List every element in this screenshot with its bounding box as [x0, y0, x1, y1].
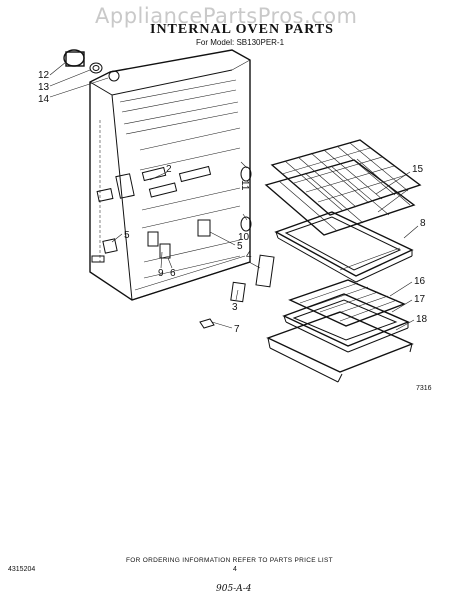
broiler-tray — [274, 211, 414, 283]
page-number: 4 — [233, 566, 237, 573]
callout-2: 2 — [166, 164, 172, 175]
oven-rack-upper — [264, 139, 422, 236]
footer-note: FOR ORDERING INFORMATION REFER TO PARTS … — [126, 557, 333, 564]
watermark-text: AppliancePartsPros.com — [95, 4, 358, 28]
oven-cavity — [89, 49, 251, 301]
callout-11: 11 — [239, 180, 250, 191]
callout-3: 3 — [232, 302, 238, 313]
light-socket-assembly — [49, 49, 120, 98]
callout-9: 9 — [158, 268, 164, 279]
callout-13: 13 — [38, 82, 50, 93]
bottom-rack-frame — [266, 311, 414, 383]
callout-7: 7 — [234, 324, 240, 335]
callout-10: 10 — [238, 232, 250, 243]
broiler-pan — [282, 293, 410, 353]
model-line: For Model: SB130PER-1 — [196, 38, 285, 47]
callout-15: 15 — [412, 164, 424, 175]
callout-14: 14 — [38, 94, 50, 105]
small-parts — [199, 166, 275, 329]
callout-12: 12 — [38, 70, 50, 81]
callout-labels: 12 13 14 2 11 10 5 5 6 9 4 3 7 15 8 16 1… — [38, 70, 428, 335]
callout-8: 8 — [420, 218, 426, 229]
figure-code: 7316 — [416, 385, 432, 392]
callout-18: 18 — [416, 314, 428, 325]
callout-4: 4 — [246, 250, 252, 261]
page-title: INTERNAL OVEN PARTS — [150, 22, 334, 37]
callout-5a: 5 — [124, 230, 130, 241]
callout-17: 17 — [414, 294, 426, 305]
callout-16: 16 — [414, 276, 426, 287]
callout-6: 6 — [170, 268, 176, 279]
part-number: 4315204 — [8, 566, 36, 573]
handwritten-code: 905-A-4 — [216, 584, 252, 594]
broiler-grid — [288, 279, 406, 327]
callout-5b: 5 — [237, 241, 243, 252]
